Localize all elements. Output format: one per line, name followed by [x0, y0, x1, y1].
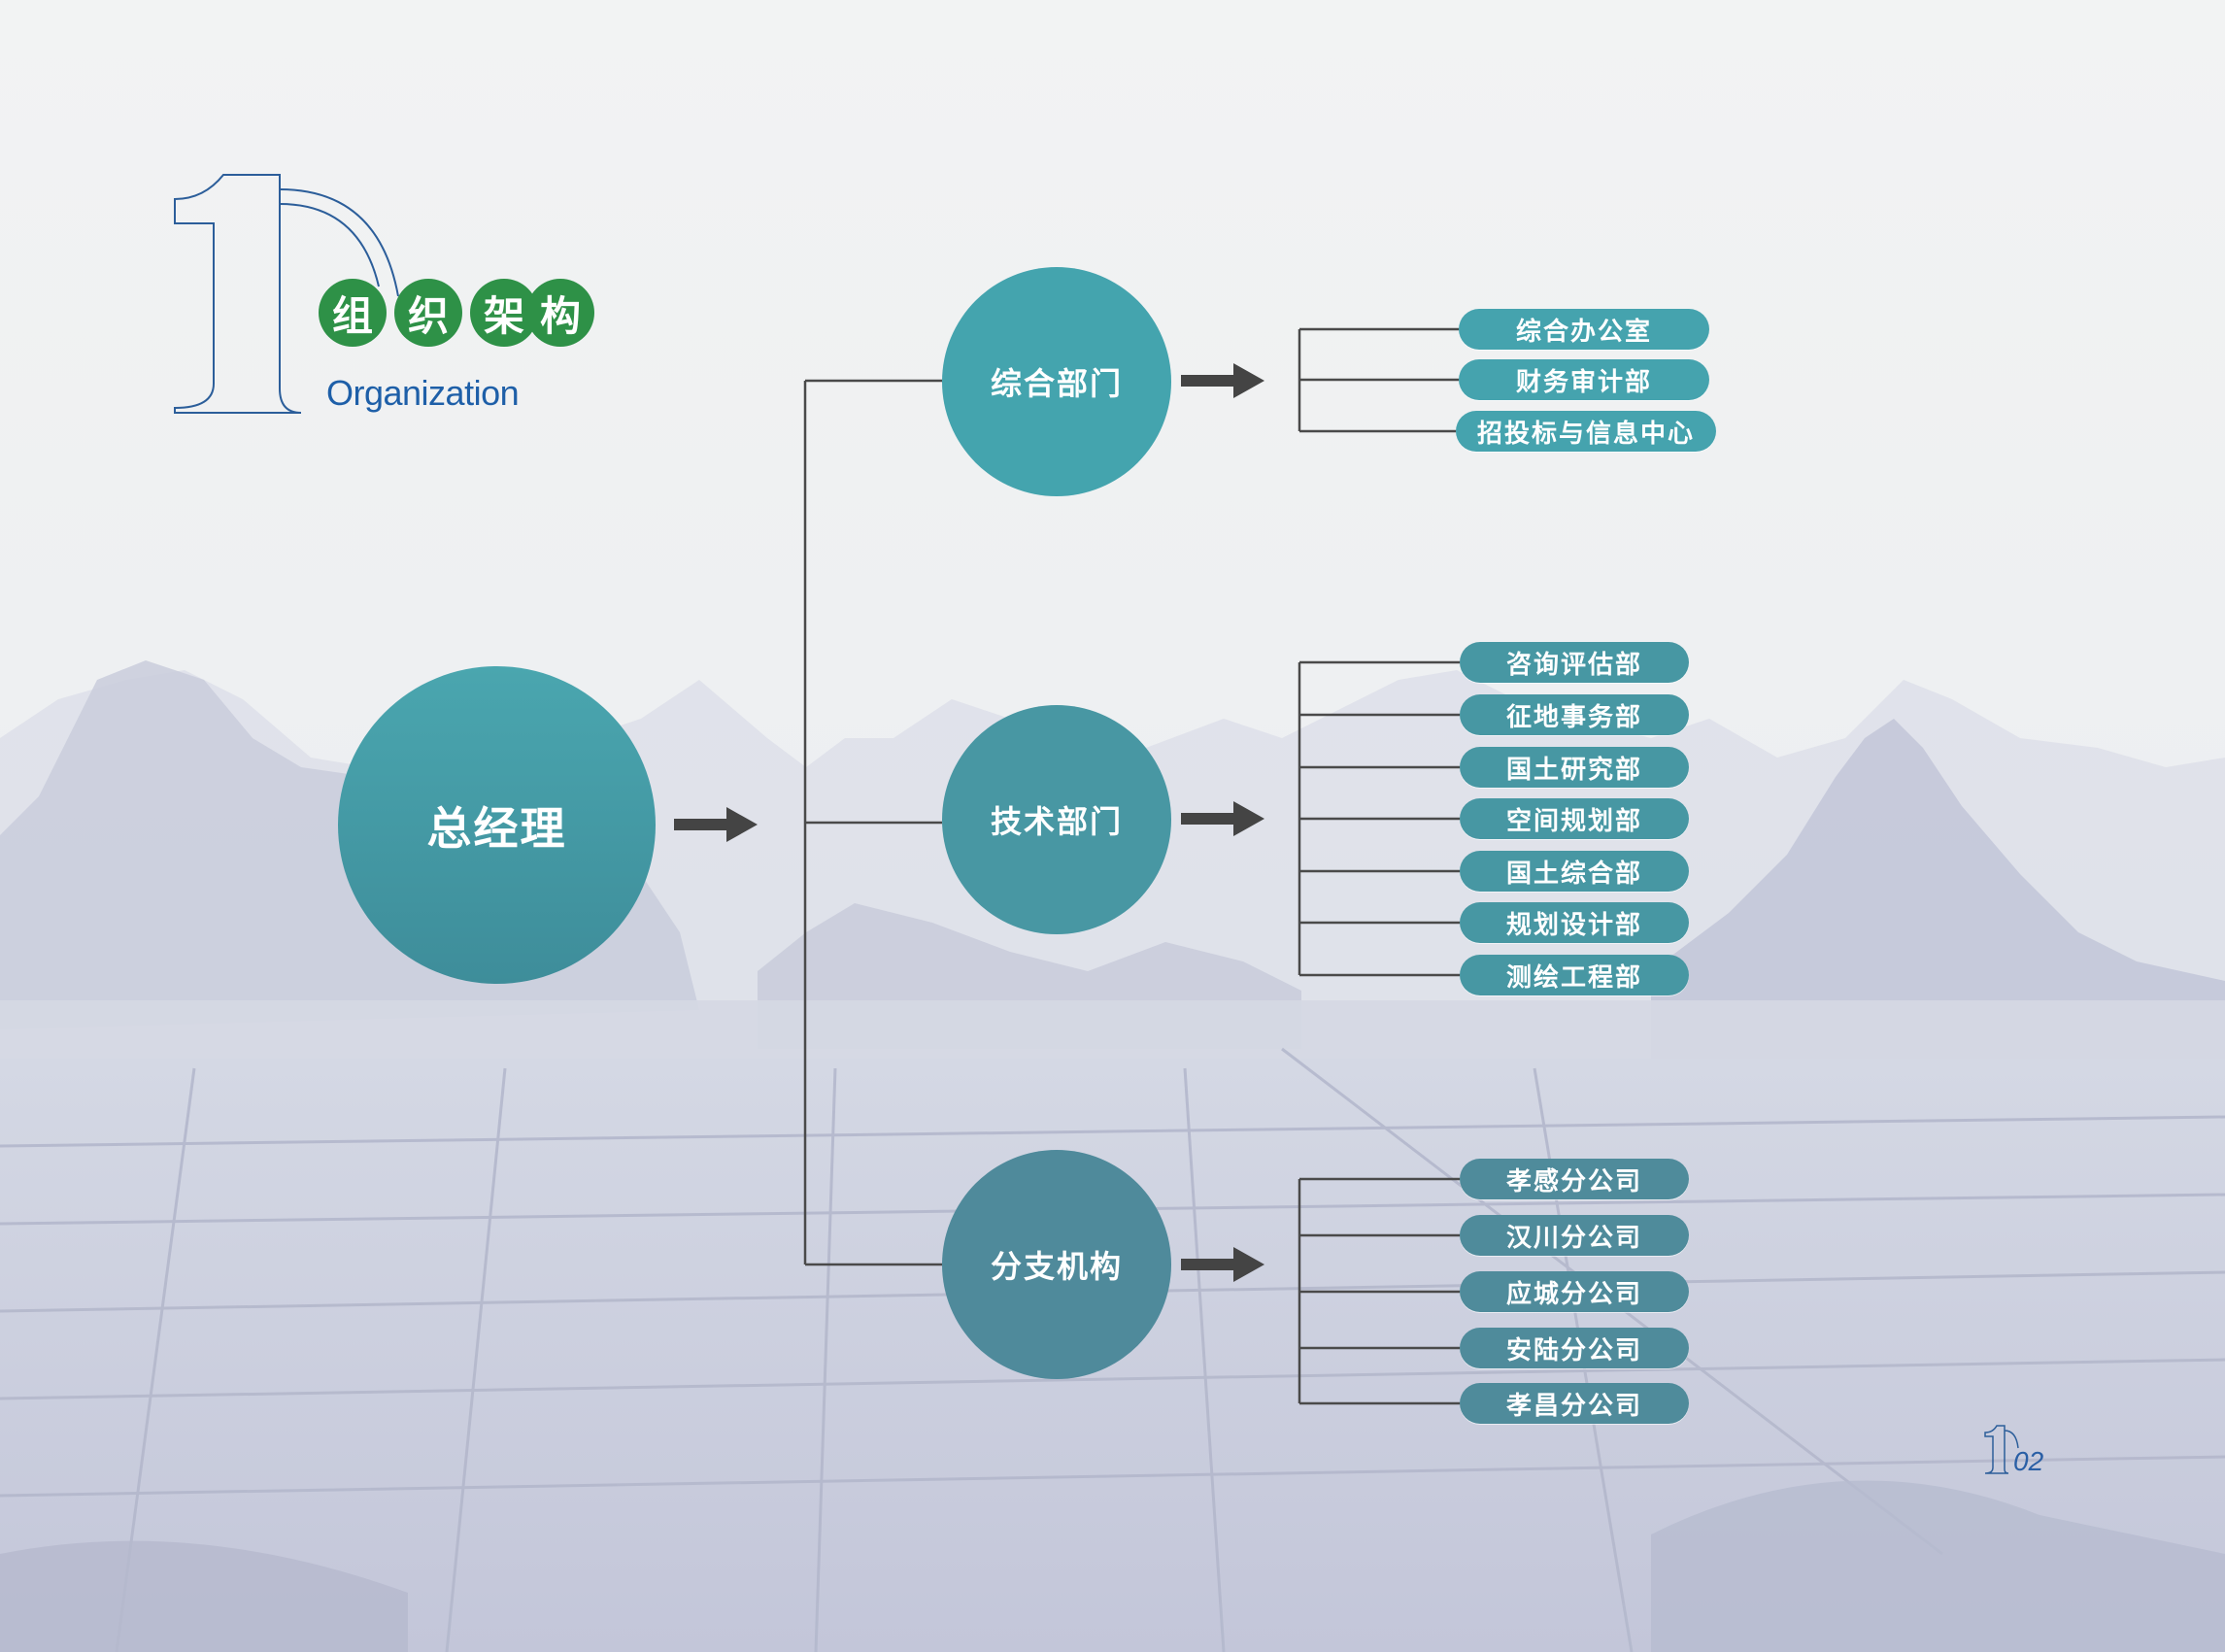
- sub-unit-pill: 规划设计部: [1460, 902, 1689, 943]
- arrow-icon: [1181, 363, 1264, 398]
- sub-unit-pill: 汉川分公司: [1460, 1215, 1689, 1256]
- arrow-icon: [1181, 801, 1264, 836]
- sub-unit-pill: 征地事务部: [1460, 694, 1689, 735]
- sub-unit-pill: 空间规划部: [1460, 798, 1689, 839]
- sub-unit-pill: 综合办公室: [1459, 309, 1709, 350]
- department-label: 综合部门: [990, 365, 1123, 402]
- department-label: 分支机构: [990, 1248, 1123, 1285]
- arrow-icon: [1181, 1247, 1264, 1282]
- title-char-2: 织: [394, 279, 462, 347]
- title-char-4: 构: [526, 279, 594, 347]
- sub-unit-pill: 国土研究部: [1460, 747, 1689, 788]
- page-number-logo: [1984, 1425, 2019, 1474]
- root-node-general-manager: 总经理: [338, 666, 656, 984]
- sub-unit-pill: 测绘工程部: [1460, 955, 1689, 995]
- department-node-branches: 分支机构: [942, 1150, 1171, 1379]
- department-node-general: 综合部门: [942, 267, 1171, 496]
- root-label: 总经理: [426, 801, 567, 855]
- section-subtitle: Organization: [326, 373, 520, 413]
- department-label: 技术部门: [990, 803, 1123, 840]
- sub-unit-pill: 招投标与信息中心: [1456, 411, 1716, 452]
- sub-unit-pill: 孝感分公司: [1460, 1159, 1689, 1199]
- title-char-1: 组: [319, 279, 387, 347]
- page-number: 02: [2013, 1446, 2044, 1476]
- sub-unit-pill: 咨询评估部: [1460, 642, 1689, 683]
- sub-unit-pill: 国土综合部: [1460, 851, 1689, 892]
- sub-unit-pill: 孝昌分公司: [1460, 1383, 1689, 1424]
- department-node-technical: 技术部门: [942, 705, 1171, 934]
- sub-unit-pill: 财务审计部: [1459, 359, 1709, 400]
- sub-unit-pill: 应城分公司: [1460, 1271, 1689, 1312]
- arrow-icon: [674, 807, 758, 842]
- section-number-logo: [174, 174, 399, 414]
- sub-unit-pill: 安陆分公司: [1460, 1328, 1689, 1368]
